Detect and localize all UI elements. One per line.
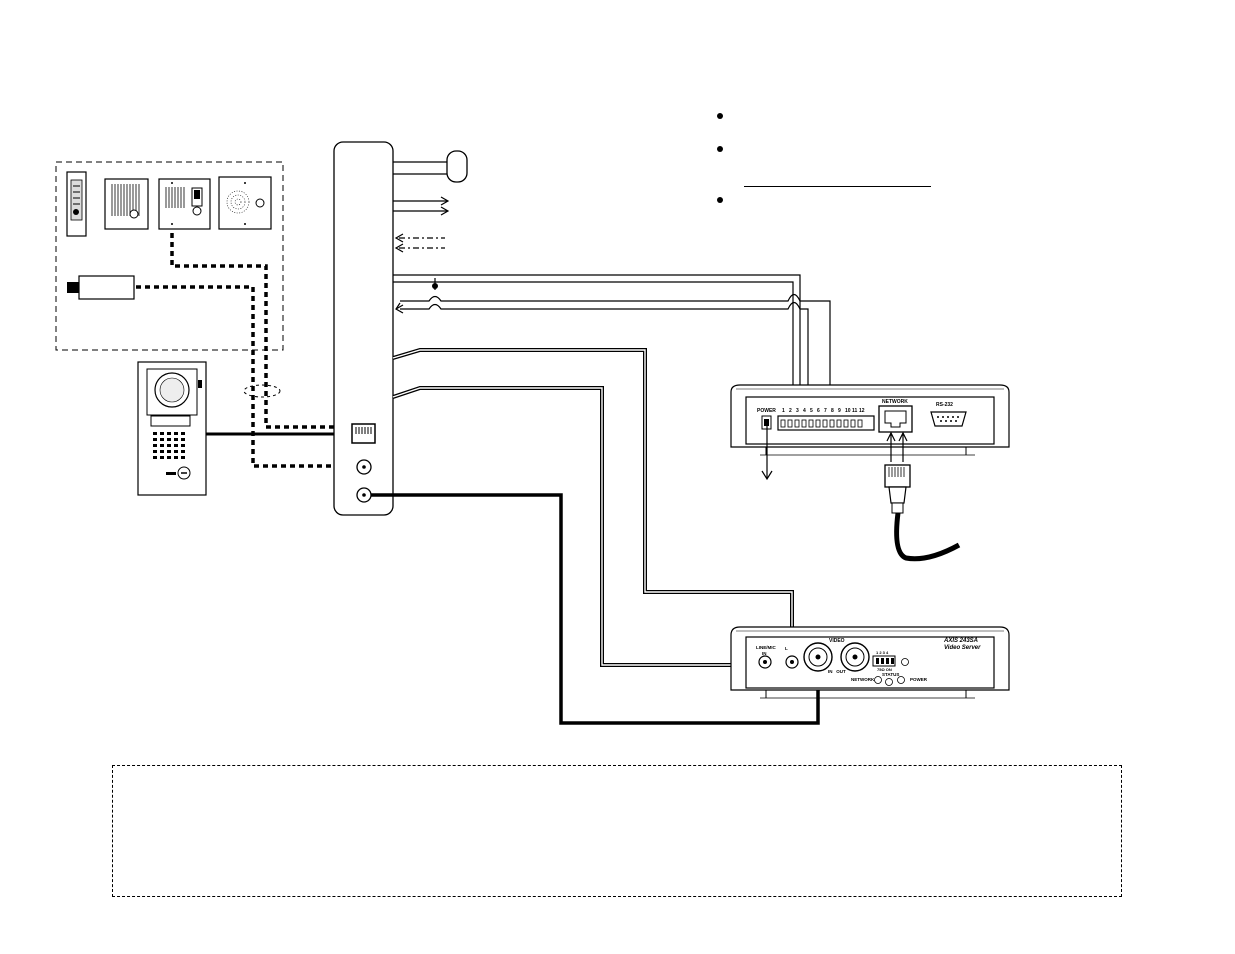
dash-dot-inputs <box>394 233 445 253</box>
network-connection <box>884 431 961 562</box>
dashed-station-wiring <box>136 233 356 468</box>
junction-dot <box>432 283 438 289</box>
terminal-number: 3 <box>796 408 799 414</box>
notes-box <box>112 765 1122 897</box>
bullet-marker <box>717 113 723 119</box>
control-unit <box>333 141 394 516</box>
cable-bundle-marker <box>243 384 281 398</box>
terminal-number: 10 <box>845 408 851 414</box>
front-status-label: STATUS <box>882 672 899 677</box>
terminal-number: 2 <box>789 408 792 414</box>
audio-cables <box>392 348 794 667</box>
front-line-mic-label: LINE/MIC <box>756 645 776 650</box>
rear-power-label: POWER <box>757 408 776 414</box>
front-network-label: NETWORK <box>851 677 875 682</box>
handset-icon <box>446 150 468 183</box>
front-in-out-label: IN OUT <box>828 669 846 674</box>
rj-jack-icon <box>351 423 376 444</box>
underline-rule <box>744 186 931 187</box>
power-led-icon <box>897 676 905 684</box>
arrow-outputs <box>393 196 450 216</box>
model-name-label: AXIS 243SA <box>943 638 978 644</box>
axis-server-rear-panel: POWER 1 2 3 4 5 6 7 8 9 10 11 12 NETWORK… <box>730 384 1010 456</box>
power-arrow <box>761 425 773 481</box>
indicator-led-icon <box>901 658 909 666</box>
front-dip-label: 75Ω ON <box>877 667 892 672</box>
terminal-number: 9 <box>838 408 841 414</box>
axis-server-front-panel: LINE/MIC IN L VIDEO IN OUT 1 2 3 4 75Ω O… <box>730 626 1010 699</box>
front-video-label: VIDEO <box>829 638 845 644</box>
network-cable <box>894 512 961 562</box>
front-power-label: POWER <box>910 677 928 682</box>
video-cable <box>371 493 820 725</box>
model-desc-label: Video Server <box>944 645 981 651</box>
slim-door-station-icon <box>66 171 87 237</box>
terminal-number: 12 <box>859 408 865 414</box>
serial-port-icon <box>930 411 967 427</box>
handset-output <box>393 150 468 183</box>
terminal-number: 6 <box>817 408 820 414</box>
status-led-icon <box>885 678 893 686</box>
front-line-mic-label-2: IN <box>762 651 767 656</box>
front-dip-numbers: 1 2 3 4 <box>876 650 889 655</box>
speaker-station-icon <box>104 178 149 230</box>
terminal-number: 1 <box>782 408 785 414</box>
bullet-marker <box>717 197 723 203</box>
bullet-camera-icon <box>67 275 135 300</box>
terminal-number-labels: 1 2 3 4 5 6 7 8 9 10 11 12 <box>782 408 865 414</box>
terminal-number: 4 <box>803 408 806 414</box>
terminal-number: 5 <box>810 408 813 414</box>
front-line-out-label: L <box>785 646 788 651</box>
terminal-number: 11 <box>852 408 858 414</box>
terminal-number: 8 <box>831 408 834 414</box>
rear-rs232-label: RS-232 <box>936 402 953 408</box>
terminal-number: 7 <box>824 408 827 414</box>
camera-door-station-icon <box>158 178 211 230</box>
door-station-group <box>55 161 284 351</box>
bullet-marker <box>717 146 723 152</box>
grille-station-icon <box>218 176 272 230</box>
rear-network-label: NETWORK <box>882 399 908 405</box>
network-led-icon <box>874 676 882 684</box>
entrance-panel-icon <box>137 361 207 496</box>
